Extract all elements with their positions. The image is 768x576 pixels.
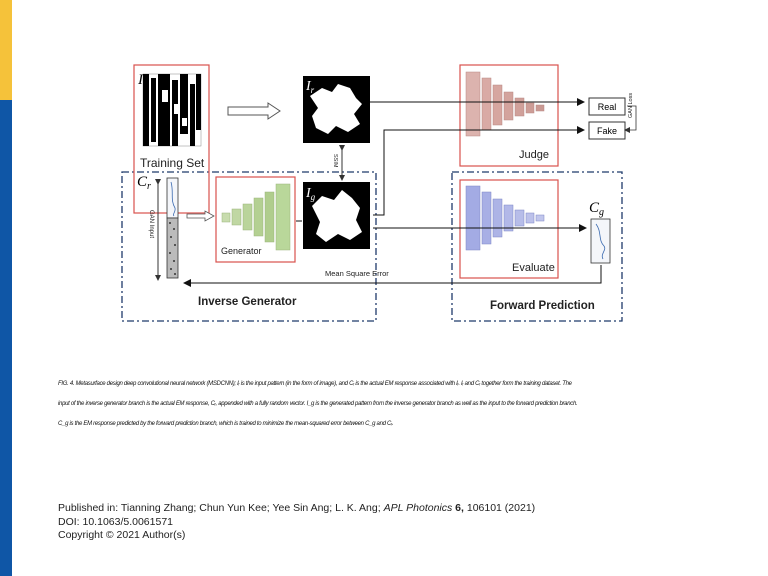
- gan-loss-bracket: [624, 105, 637, 133]
- inverse-generator-title: Inverse Generator: [198, 296, 297, 308]
- random-vector: [166, 217, 179, 279]
- training-to-real-arrow: [227, 102, 281, 120]
- gan-loss-label: GAN Loss: [628, 93, 634, 118]
- gan-input-label: GAN Input: [148, 210, 154, 238]
- judge-box: [459, 64, 559, 167]
- predicted-response-plot: [590, 218, 611, 264]
- training-pattern-image: [142, 73, 202, 147]
- caption-line-1: FIG. 4. Metasurface design deep convolut…: [58, 381, 572, 387]
- predicted-symbol: Cg: [589, 200, 604, 218]
- volume-number: 6,: [455, 502, 464, 514]
- caption-line-3: C_g is the EM response predicted by the …: [58, 421, 394, 427]
- input-to-generator-arrow: [186, 210, 215, 222]
- published-line: Published in: Tianning Zhang; Chun Yun K…: [58, 502, 536, 514]
- publication-footer: Published in: Tianning Zhang; Chun Yun K…: [58, 502, 535, 543]
- generator-label: Generator: [221, 246, 262, 256]
- figure-caption: FIG. 4. Metasurface design deep convolut…: [58, 374, 728, 434]
- generator-box: [215, 176, 296, 263]
- training-set-symbol: Ir: [137, 72, 147, 90]
- predicted-response-curve: [595, 223, 606, 260]
- real-pattern-symbol: Ir: [305, 79, 315, 95]
- judge-label: Judge: [519, 149, 549, 161]
- training-set-label: Training Set: [140, 156, 205, 170]
- real-pattern-image: [303, 76, 370, 143]
- msdcnn-diagram: Ir Training Set Ir SSIM Ig Cr GAN Input …: [121, 64, 637, 322]
- journal-name: APL Photonics: [383, 502, 453, 514]
- fake-label: Fake: [597, 126, 617, 136]
- doi-line: DOI: 10.1063/5.0061571: [58, 515, 174, 528]
- response-symbol: Cr: [137, 174, 151, 192]
- judge-network: [465, 71, 545, 137]
- yellow-accent-bar: [0, 0, 12, 100]
- copyright-line: Copyright © 2021 Author(s): [58, 529, 186, 541]
- forward-prediction-title: Forward Prediction: [490, 300, 595, 312]
- mse-label: Mean Square Error: [325, 269, 389, 278]
- mse-feedback-line: [183, 265, 602, 287]
- response-curve: [170, 181, 176, 217]
- generated-pattern-image: [303, 182, 370, 249]
- caption-line-2: input of the inverse generator branch is…: [58, 401, 578, 407]
- real-label: Real: [598, 102, 617, 112]
- forward-prediction-box: [451, 171, 623, 322]
- inverse-generator-box: [121, 171, 377, 322]
- evaluate-network: [465, 185, 545, 251]
- generated-to-judge-line: [373, 126, 585, 216]
- evaluate-label: Evaluate: [512, 262, 555, 274]
- generator-network: [221, 183, 291, 251]
- evaluate-box: [459, 179, 559, 279]
- real-output-box: [588, 97, 626, 116]
- ssim-label: SSIM: [332, 154, 338, 168]
- generated-pattern-symbol: Ig: [305, 186, 316, 202]
- blue-accent-bar: [0, 100, 12, 576]
